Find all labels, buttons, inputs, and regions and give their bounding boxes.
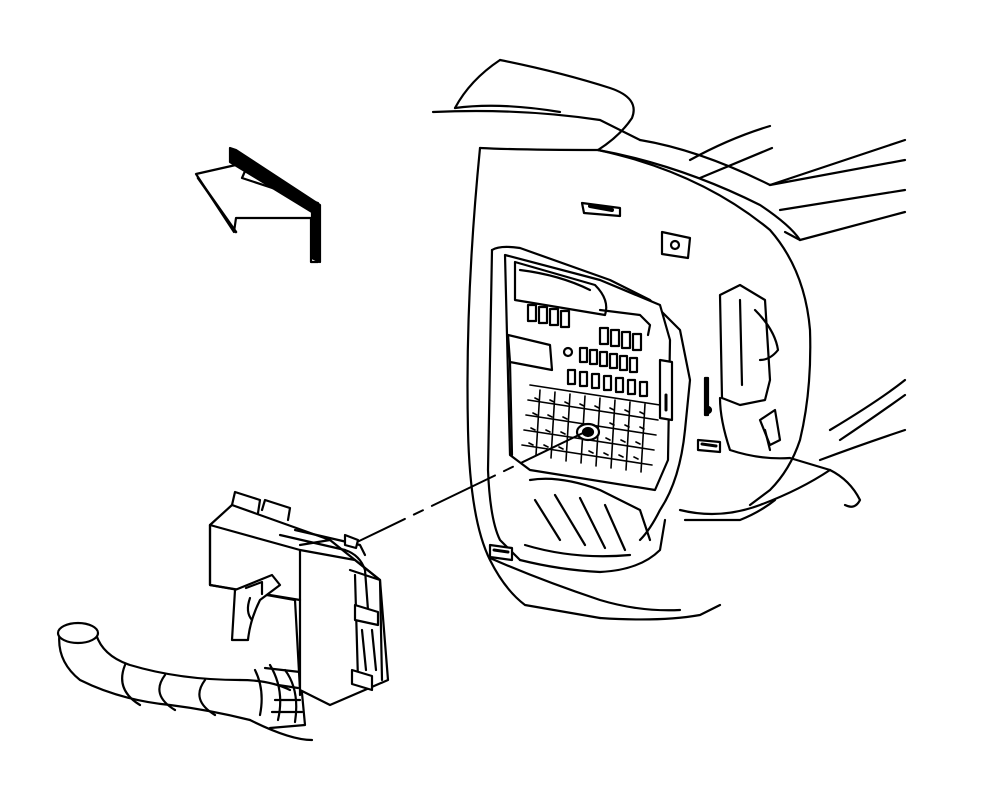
instrument-panel bbox=[433, 60, 905, 619]
fuse-row-upper bbox=[528, 305, 650, 350]
direction-arrow-icon bbox=[196, 148, 320, 262]
wire-harness bbox=[58, 623, 312, 740]
center-stud bbox=[577, 424, 599, 440]
alignment-line bbox=[355, 432, 585, 543]
fuse-row-middle bbox=[564, 348, 647, 396]
wiring-connector bbox=[210, 492, 388, 705]
junction-block bbox=[505, 255, 672, 490]
